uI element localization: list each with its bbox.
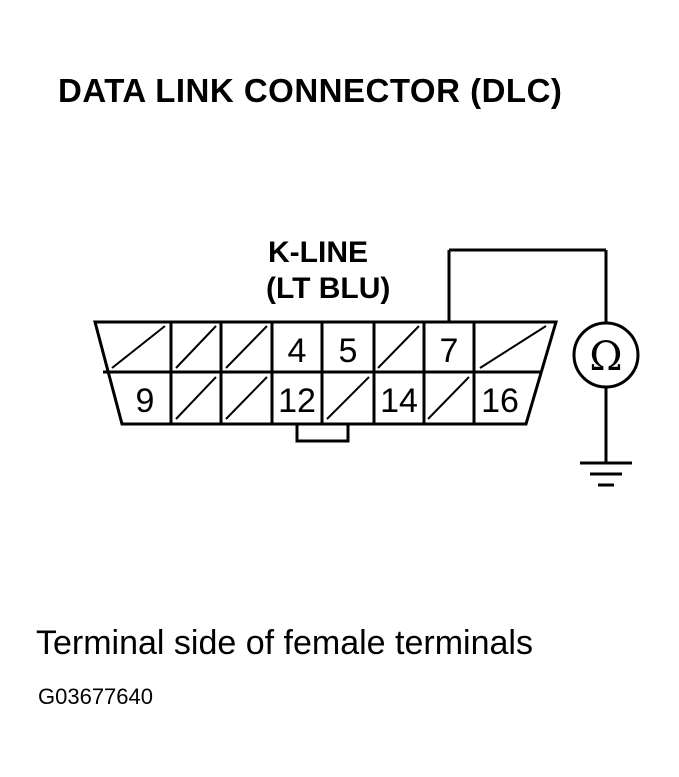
wire-name-label: K-LINE bbox=[268, 236, 368, 269]
pin-16-label: 16 bbox=[481, 382, 519, 420]
connector-outline bbox=[93, 320, 559, 426]
pin-14-label: 14 bbox=[380, 382, 418, 420]
figure-id: G03677640 bbox=[38, 684, 153, 709]
ohmmeter-icon: Ω bbox=[572, 321, 640, 389]
diagram-caption: Terminal side of female terminals bbox=[36, 624, 533, 662]
pin-9-label: 9 bbox=[136, 382, 155, 420]
pin-5-label: 5 bbox=[339, 332, 358, 370]
pin-7-label: 7 bbox=[440, 332, 459, 370]
ohm-symbol: Ω bbox=[589, 334, 622, 380]
pin-12-label: 12 bbox=[278, 382, 316, 420]
ground-icon bbox=[580, 461, 632, 487]
diagram-title: DATA LINK CONNECTOR (DLC) bbox=[58, 72, 563, 109]
connector-key bbox=[295, 424, 350, 443]
pin-4-label: 4 bbox=[288, 332, 307, 370]
unused-terminal-marks bbox=[111, 325, 547, 420]
test-lead-wire bbox=[447, 248, 608, 462]
wire-color-label: (LT BLU) bbox=[266, 272, 391, 305]
